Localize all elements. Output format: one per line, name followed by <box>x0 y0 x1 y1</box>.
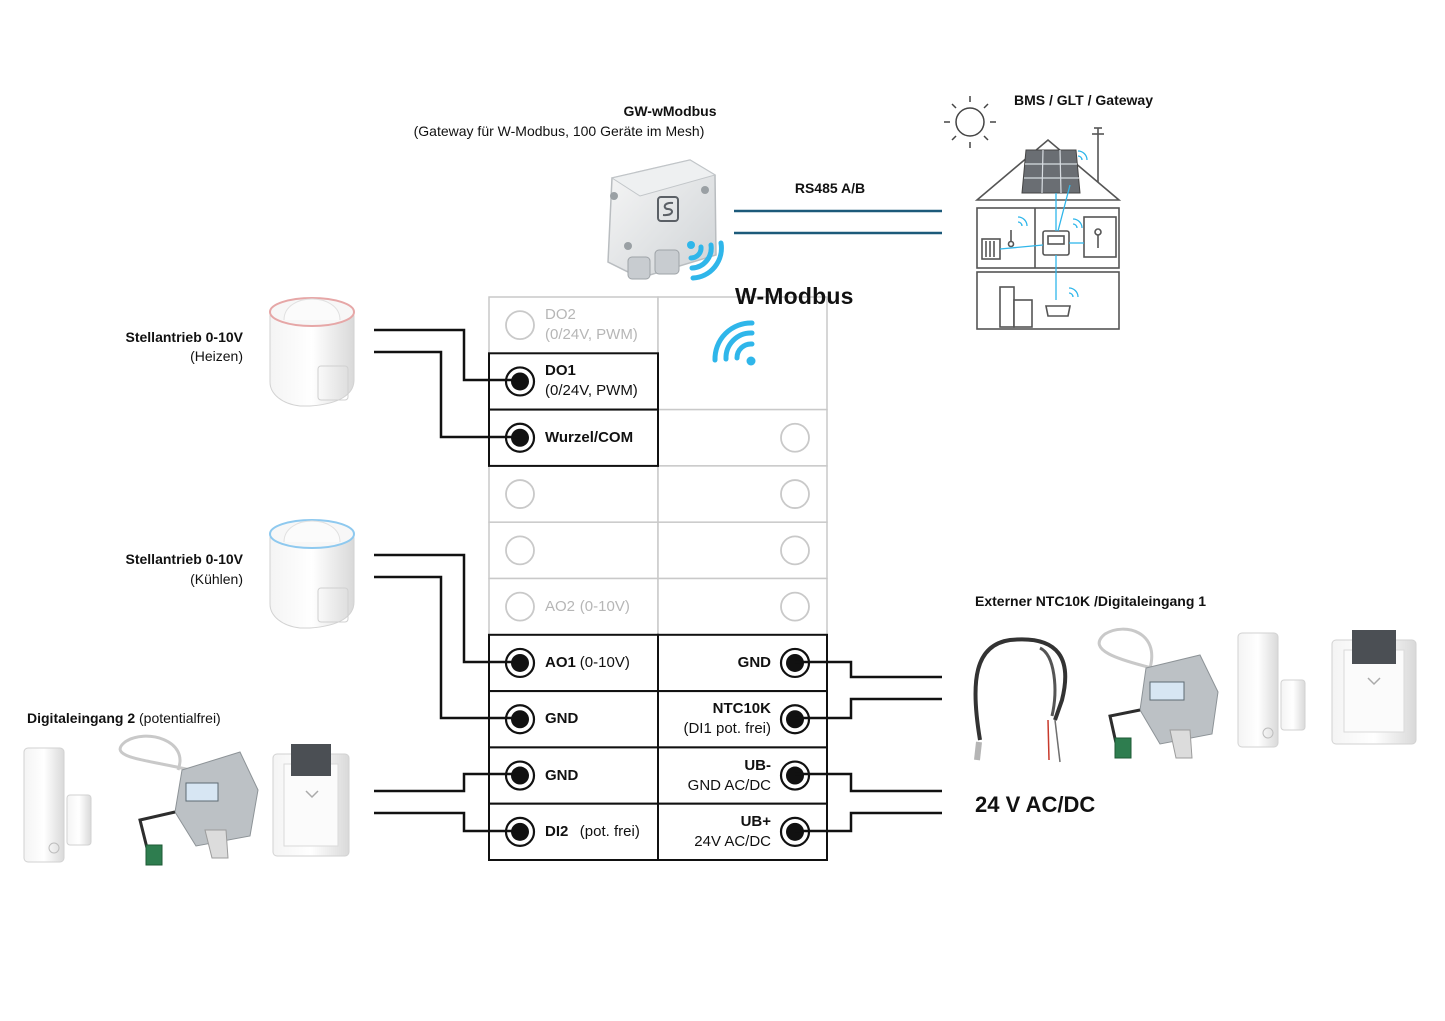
left-sub-6: (0-10V) <box>579 653 630 671</box>
module-right-cell-0 <box>657 296 828 411</box>
left-terminal-5 <box>505 591 535 622</box>
rs485-bus-lines <box>734 209 942 235</box>
right-terminal-3 <box>780 479 810 509</box>
right-terminal-4 <box>780 535 810 566</box>
left-sub-5: (0-10V) <box>579 597 630 615</box>
left-terminal-0 <box>505 310 535 341</box>
right-sub-8: GND AC/DC <box>687 776 771 794</box>
wifi-icon <box>687 240 724 281</box>
bms-network-lines <box>999 150 1088 300</box>
door-contact-icon <box>1237 632 1306 748</box>
left-label-2: Wurzel/COM <box>545 428 634 446</box>
actuator-icon <box>269 519 355 629</box>
wifi-icon <box>712 320 756 366</box>
left-terminal-3 <box>505 479 535 509</box>
left-label-7: GND <box>545 710 579 728</box>
right-terminal-8-dot <box>786 766 804 785</box>
supply-voltage-label: 24 V AC/DC <box>975 792 1096 817</box>
pipe-sensor-icon <box>118 734 259 866</box>
bms-title: BMS / GLT / Gateway <box>1014 92 1153 108</box>
pipe-sensor-icon <box>1097 627 1219 759</box>
keycard-switch-icon <box>272 744 350 857</box>
solar-panel-icon <box>1021 149 1081 194</box>
right-terminal-5 <box>780 591 810 622</box>
ntc-sensor-cable-icon <box>973 637 1068 763</box>
right-label-6: GND <box>737 653 771 671</box>
left-terminal-4 <box>505 535 535 566</box>
left-terminal-1-dot <box>511 372 529 391</box>
actuator-cool-title: Stellantrieb 0-10V <box>125 551 244 567</box>
gateway-subtitle: (Gateway für W-Modbus, 100 Geräte im Mes… <box>413 123 705 139</box>
wiring <box>374 328 942 833</box>
house-icon <box>974 127 1122 330</box>
gateway-title: GW-wModbus <box>623 103 717 119</box>
di2-group-title: Digitaleingang 2 <box>27 710 136 726</box>
left-terminal-8-dot <box>511 766 529 785</box>
right-label-7: NTC10K <box>712 700 771 718</box>
sun-icon <box>944 96 996 148</box>
left-sub-0: (0/24V, PWM) <box>545 326 638 344</box>
actuator-heat-sub: (Heizen) <box>190 348 243 364</box>
di2-group-label: Digitaleingang 2 (potentialfrei) <box>27 709 221 727</box>
actuator-icon <box>269 297 355 407</box>
left-label-0: DO2 <box>545 306 576 324</box>
io-module <box>488 296 828 862</box>
left-label-1: DO1 <box>545 362 576 380</box>
actuator-cool-sub: (Kühlen) <box>190 571 243 587</box>
left-sub-1: (0/24V, PWM) <box>545 382 638 400</box>
module-right-cell-7 <box>657 690 828 749</box>
right-sub-9: 24V AC/DC <box>694 832 771 850</box>
bus-label: RS485 A/B <box>794 180 866 196</box>
external-group-title: Externer NTC10K /Digitaleingang 1 <box>975 593 1207 609</box>
left-label-5: AO2 <box>545 597 576 615</box>
wmodbus-label: W-Modbus <box>735 283 854 309</box>
left-label-6: AO1 <box>545 653 576 671</box>
right-terminal-2 <box>780 422 810 453</box>
left-sub-9: (pot. frei) <box>579 822 640 840</box>
left-label-8: GND <box>545 766 579 784</box>
right-label-8: UB- <box>744 756 771 774</box>
di2-group-sub: (potentialfrei) <box>139 710 221 726</box>
right-label-9: UB+ <box>740 812 771 830</box>
right-sub-7: (DI1 pot. frei) <box>683 720 771 738</box>
left-label-9: DI2 <box>545 822 569 840</box>
module-left-cell-6 <box>488 633 659 693</box>
door-contact-icon <box>23 747 92 863</box>
actuator-heat-title: Stellantrieb 0-10V <box>125 329 244 345</box>
gateway-device-icon <box>607 159 717 280</box>
keycard-switch-icon <box>1331 630 1417 745</box>
